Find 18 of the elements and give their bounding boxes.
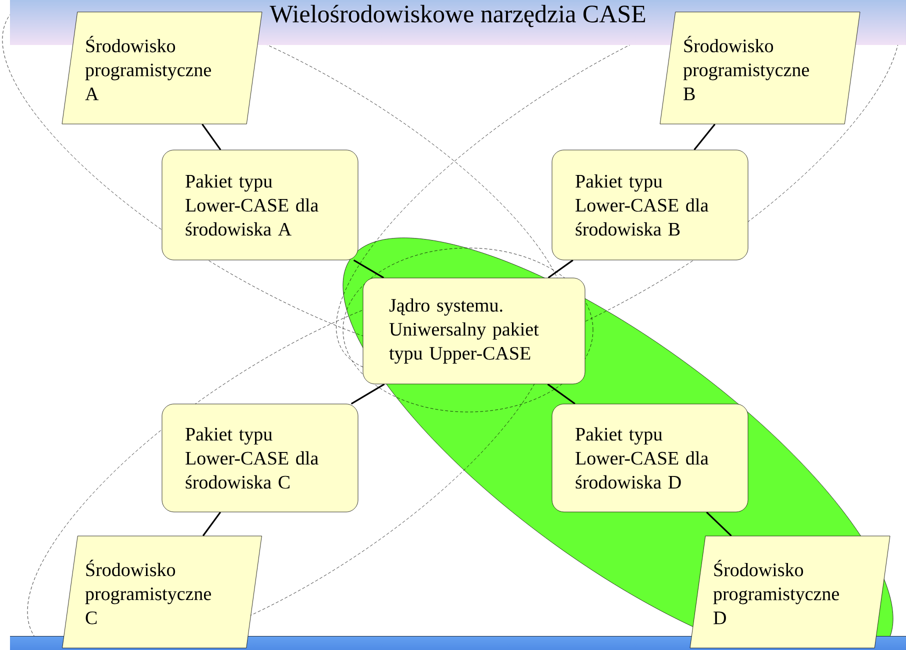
connector-line (706, 512, 732, 536)
package-box: Pakiet typu Lower-CASE dla środowiska D (552, 404, 748, 512)
package-box: Jądro systemu. Uniwersalny pakiet typu Upper-CASE (362, 278, 586, 384)
title: Wielośrodowiskowe narzędzia CASE (270, 4, 646, 28)
connector-line (350, 384, 385, 404)
package-box: Pakiet typu Lower-CASE dla środowiska B (552, 150, 748, 260)
connector-line (694, 124, 716, 150)
environment-parallelogram: Środowisko programistyczne D (690, 536, 890, 648)
environment-parallelogram: Środowisko programistyczne C (62, 536, 262, 648)
connector-line (353, 260, 384, 278)
connector-line (202, 512, 222, 536)
package-box: Pakiet typu Lower-CASE dla środowiska A (162, 150, 358, 260)
environment-parallelogram: Środowisko programistyczne A (62, 12, 262, 124)
package-box: Pakiet typu Lower-CASE dla środowiska C (162, 404, 358, 512)
connector-line (548, 260, 574, 278)
environment-parallelogram: Środowisko programistyczne B (660, 12, 860, 124)
connector-line (202, 124, 222, 150)
connector-line (547, 384, 576, 404)
